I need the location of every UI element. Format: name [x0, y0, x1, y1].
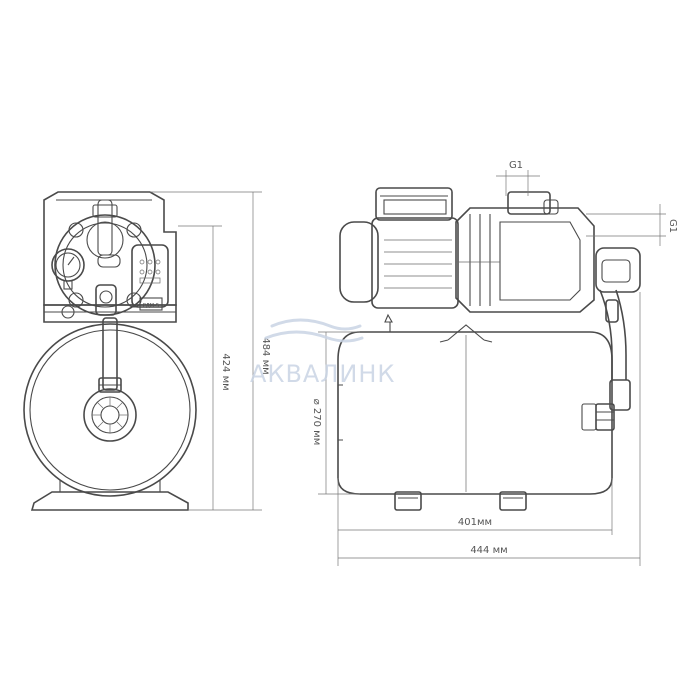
dim-tank-length: 401мм: [458, 517, 492, 528]
height-dimensions: 424 мм 484 мм: [150, 191, 271, 511]
watermark-text: АКВАЛИНК: [250, 360, 395, 388]
dim-tank-diameter: ⌀ 270 мм: [311, 399, 322, 446]
pump-side-view-icon: [337, 187, 641, 511]
pressure-switch-badge: РДМ-5: [143, 303, 159, 309]
tank-diameter-dimension: ⌀ 270 мм: [311, 331, 360, 495]
pressure-gauge-icon: [51, 248, 85, 290]
watermark: АКВАЛИНК: [250, 318, 395, 388]
wave-logo-icon: [264, 318, 364, 343]
dim-height-total: 484 мм: [260, 337, 271, 374]
dim-total-length: 444 мм: [470, 545, 507, 556]
dim-height-body: 424 мм: [220, 353, 231, 390]
dim-thread-top: G1: [509, 160, 523, 171]
dim-thread-side: G1: [667, 219, 678, 233]
pump-front-view-icon: РДМ-5: [23, 191, 197, 511]
thread-dimensions: G1 G1: [496, 160, 678, 246]
length-dimensions: 401мм 444 мм: [337, 292, 641, 566]
pressure-switch-icon: РДМ-5: [131, 244, 169, 311]
